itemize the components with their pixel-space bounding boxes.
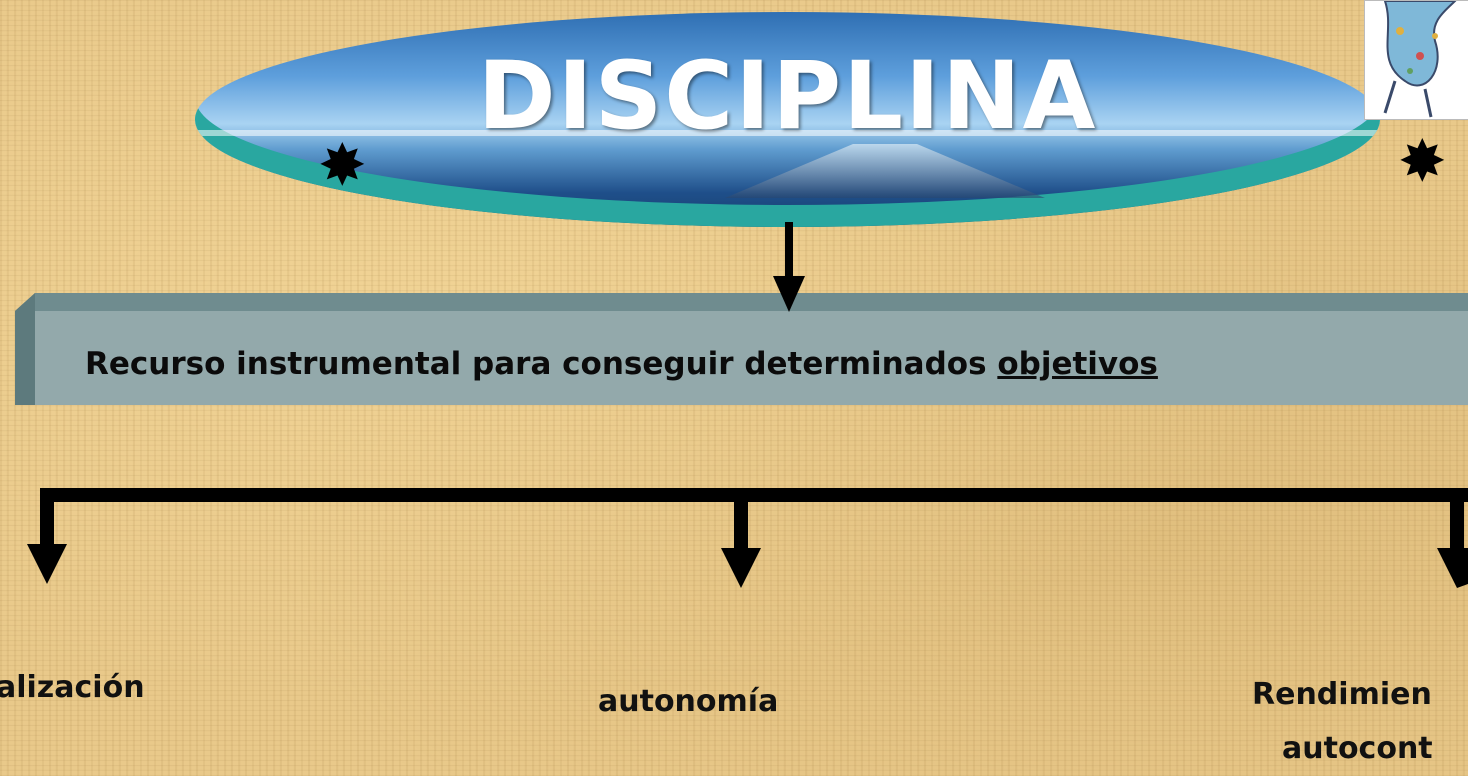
oval-horizon [195,130,1380,136]
banner-text: Recurso instrumental para conseguir dete… [85,346,1158,382]
clipart-image [1364,0,1468,120]
branch-bus [40,488,1468,502]
branch-right-arrowhead [1437,548,1468,588]
branch-middle-shaft [734,500,748,550]
title-arrow-head [773,276,805,312]
outcome-label-right: Rendimien [1252,677,1432,712]
outcome-label-middle: autonomía [598,684,779,719]
clipart-drawing [1383,1,1457,118]
banner-front-face [35,311,1468,405]
branch-left-arrowhead [27,544,67,584]
banner-top-face [15,293,1468,311]
branch-right-shaft [1450,500,1464,550]
title-arrow-shaft [785,222,793,280]
title-text: DISCIPLINA [477,42,1098,151]
star-icon: ✸ [318,131,367,199]
star-icon: ✸ [1398,127,1447,195]
branch-left-shaft [40,488,54,546]
banner-text-main: Recurso instrumental para conseguir dete… [85,346,998,382]
title-oval: DISCIPLINA [195,12,1380,227]
definition-banner [15,293,1468,405]
outcome-label-left: alización [0,670,145,705]
banner-side-face [15,293,35,405]
branch-middle-arrowhead [721,548,761,588]
banner-text-underlined: objetivos [997,346,1158,382]
outcome-label-right-line2: autocont [1282,731,1433,766]
